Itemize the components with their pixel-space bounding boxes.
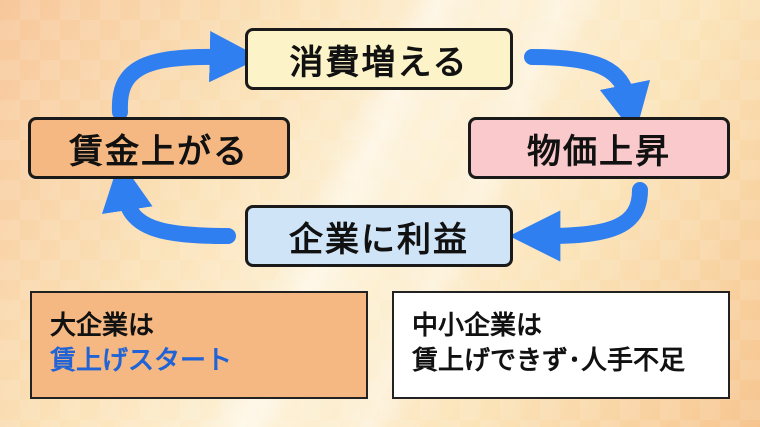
arrow-price-to-profit <box>509 182 648 262</box>
panel-large-line2: 賃上げスタート <box>50 346 233 377</box>
node-corporate-profit: 企業に利益 <box>245 205 513 267</box>
node-consume-up: 消費増える <box>245 28 513 90</box>
node-price-rise: 物価上昇 <box>468 117 730 179</box>
panel-small-line1: 中小企業は <box>412 311 543 341</box>
arrow-consume-to-price <box>524 49 651 136</box>
panel-small-company: 中小企業は 賃上げできず･人手不足 <box>392 291 730 399</box>
panel-small-line2: 賃上げできず･人手不足 <box>412 346 686 377</box>
arrow-wage-to-consume <box>111 31 261 120</box>
arrow-profit-to-wage <box>102 159 236 244</box>
panel-large-line1: 大企業は <box>50 311 155 341</box>
panel-large-company: 大企業は 賃上げスタート <box>30 291 368 399</box>
node-wage-up: 賃金上がる <box>28 117 290 179</box>
